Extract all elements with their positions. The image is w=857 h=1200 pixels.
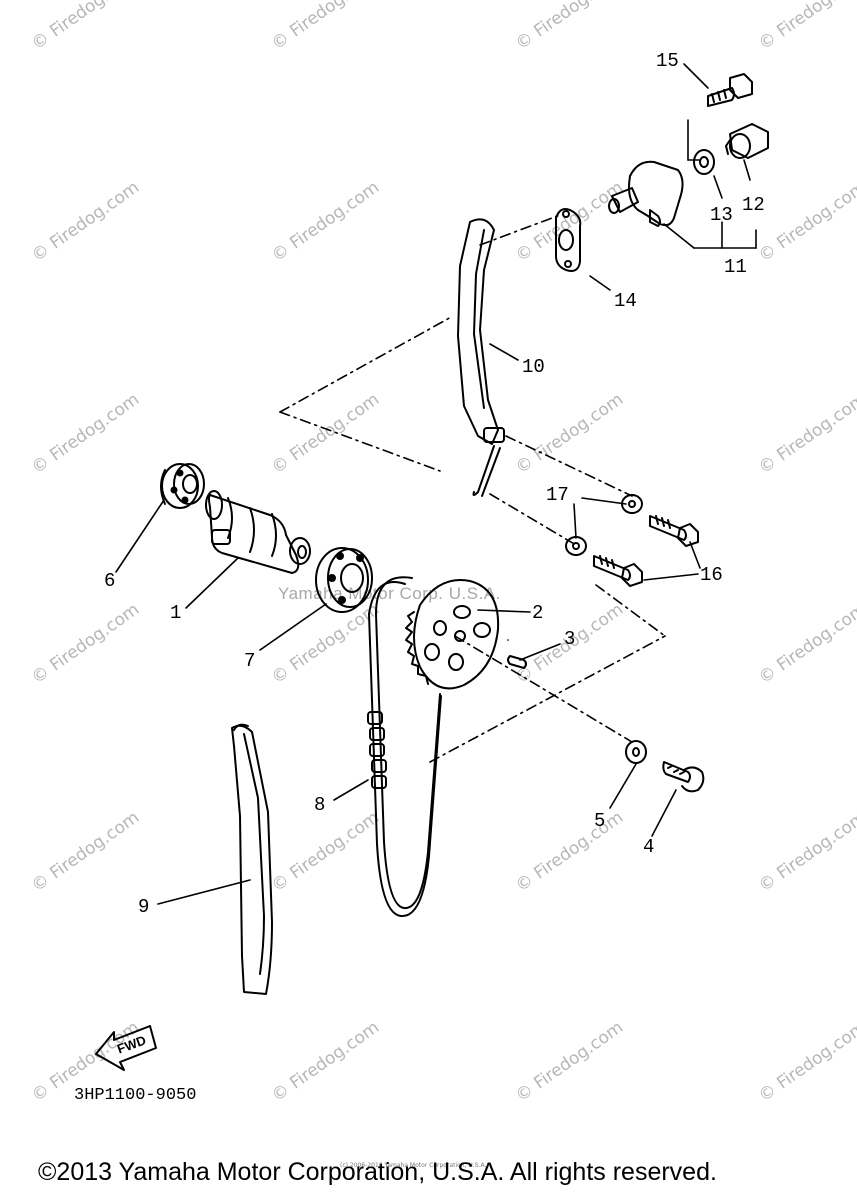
- cam-chain-part-8: [367, 576, 442, 918]
- callout-1: 1: [170, 602, 182, 624]
- bolt-part-16: [593, 515, 699, 587]
- tensioner-assembly-part-11: [608, 160, 684, 227]
- callout-4: 4: [643, 836, 655, 858]
- callout-15: 15: [656, 50, 679, 72]
- bolt-part-15: [707, 73, 753, 107]
- chain-guide-part-9: [231, 723, 273, 995]
- callout-12: 12: [742, 194, 765, 216]
- callout-11: 11: [724, 256, 747, 278]
- copyright-small: (c) 2006-2016 Yamaha Motor Corporation, …: [340, 1162, 487, 1169]
- leader-lines: [115, 63, 757, 905]
- callout-9: 9: [138, 896, 150, 918]
- callout-8: 8: [314, 794, 326, 816]
- fwd-arrow-icon: [95, 1025, 157, 1071]
- callout-7: 7: [244, 650, 256, 672]
- callout-6: 6: [104, 570, 116, 592]
- bolt-part-4: [662, 761, 705, 793]
- callout-2: 2: [532, 602, 544, 624]
- callout-14: 14: [614, 290, 637, 312]
- callout-16: 16: [700, 564, 723, 586]
- callout-13: 13: [710, 204, 733, 226]
- callout-17: 17: [546, 484, 569, 506]
- gasket-part-14: [555, 208, 582, 272]
- washer-part-13: [693, 149, 715, 175]
- callout-5: 5: [594, 810, 606, 832]
- bearing-part-7: [315, 547, 373, 613]
- tensioner-guide-part-10: [457, 218, 505, 497]
- fwd-label-box: FWD: [115, 1032, 148, 1056]
- callout-3: 3: [564, 628, 576, 650]
- dashed-reference-lines: [279, 214, 666, 763]
- page-code: 3HP1100-9050: [74, 1086, 197, 1105]
- copyright-notice: ©2013 Yamaha Motor Corporation, U.S.A. A…: [38, 1158, 717, 1186]
- callout-10: 10: [522, 356, 545, 378]
- pin-part-3: [507, 655, 527, 669]
- cap-bolt-part-12: [725, 123, 769, 159]
- bearing-part-6: [160, 463, 205, 509]
- washer-part-5: [625, 740, 647, 764]
- bottom-watermark-strip: [0, 1193, 857, 1200]
- fwd-label: FWD: [115, 1032, 148, 1056]
- sprocket-part-2: [405, 579, 500, 690]
- camshaft-part-1: [205, 490, 311, 574]
- washer-part-17: [565, 494, 643, 556]
